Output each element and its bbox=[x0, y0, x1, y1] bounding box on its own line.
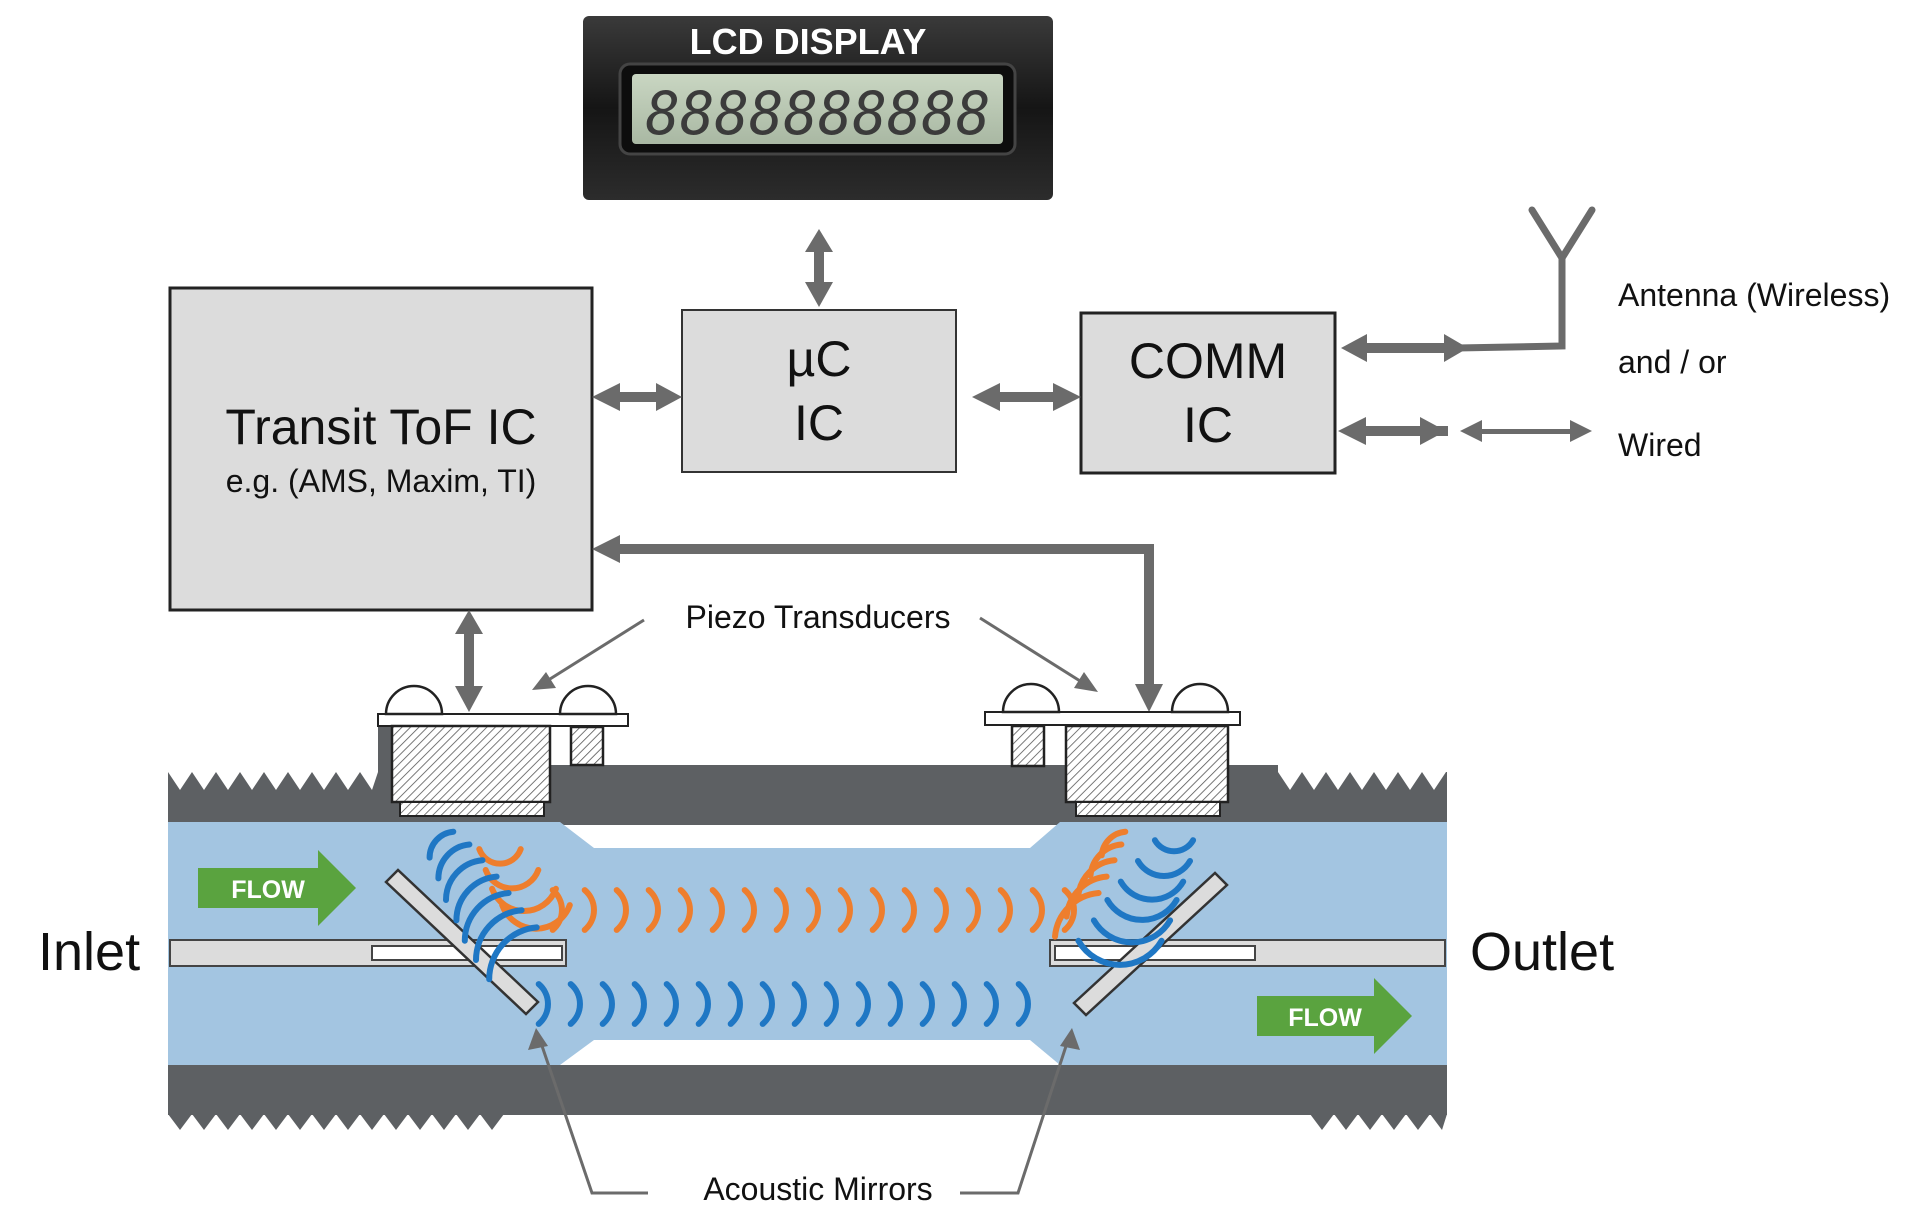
wave-arc-blue bbox=[461, 890, 512, 944]
wave-arc-orange bbox=[476, 846, 524, 867]
piezo-callout: Piezo Transducers bbox=[532, 599, 1098, 692]
lcd-title: LCD DISPLAY bbox=[690, 21, 927, 62]
flow-in-label: FLOW bbox=[231, 876, 305, 904]
wave-arc-blue bbox=[951, 981, 967, 1027]
wired-label: Wired bbox=[1618, 427, 1702, 463]
wave-arc-orange bbox=[741, 887, 757, 933]
tof-ic-title: Transit ToF IC bbox=[225, 399, 536, 455]
wave-arc-blue bbox=[887, 981, 903, 1027]
antenna-label: Antenna (Wireless) bbox=[1618, 277, 1890, 313]
wave-arc-blue bbox=[1104, 897, 1180, 923]
uc-ic-line1: µC bbox=[787, 331, 852, 387]
wave-arc-orange bbox=[1029, 887, 1045, 933]
wave-arc-orange bbox=[677, 887, 693, 933]
wave-arc-blue bbox=[486, 924, 540, 983]
arrow-uc-lcd bbox=[805, 229, 833, 307]
wave-arc-blue bbox=[631, 981, 647, 1027]
connection-arrows bbox=[455, 229, 1592, 712]
wave-arc-orange bbox=[773, 887, 789, 933]
and-or-label: and / or bbox=[1618, 344, 1727, 380]
wave-arc-blue bbox=[443, 857, 486, 903]
wave-arc-blue bbox=[1075, 937, 1165, 968]
wave-arc-blue bbox=[599, 981, 615, 1027]
flow-out-label: FLOW bbox=[1288, 1004, 1362, 1032]
arrow-tof-uc bbox=[592, 383, 682, 411]
wave-arc-orange bbox=[709, 887, 725, 933]
arrow-comm-wired bbox=[1338, 417, 1448, 445]
wave-arc-orange bbox=[1061, 887, 1077, 933]
uc-ic-box bbox=[681, 309, 957, 473]
bolt-head-icon bbox=[384, 684, 444, 716]
wave-arc-blue bbox=[919, 981, 935, 1027]
acoustic-mirrors bbox=[384, 868, 1229, 1017]
comm-ic-block: COMM IC bbox=[1079, 311, 1337, 475]
right-transducer bbox=[984, 682, 1241, 817]
mirrors-callout: Acoustic Mirrors bbox=[528, 1028, 1080, 1207]
wave-arc-orange bbox=[901, 887, 917, 933]
arrow-comm-antenna bbox=[1341, 334, 1468, 362]
comm-ic-box bbox=[1079, 311, 1337, 475]
wave-arc-blue bbox=[567, 981, 583, 1027]
uc-ic-line2: IC bbox=[794, 395, 844, 451]
inlet-label: Inlet bbox=[38, 922, 140, 982]
left-mirror bbox=[384, 868, 540, 1016]
bolt-head-icon bbox=[1001, 682, 1061, 714]
wave-arc-blue bbox=[1117, 878, 1187, 903]
wave-arc-orange bbox=[869, 887, 885, 933]
lcd-screen bbox=[632, 74, 1003, 144]
wave-arc-orange bbox=[965, 887, 981, 933]
wave-arc-blue bbox=[791, 981, 807, 1027]
lcd-display: LCD DISPLAY 8888888888 bbox=[583, 16, 1053, 200]
bolt-head-icon bbox=[558, 684, 618, 716]
wave-arc-orange bbox=[997, 887, 1013, 933]
tof-ic-box bbox=[168, 286, 594, 612]
wave-arc-blue bbox=[1151, 837, 1197, 855]
bolt-head-icon bbox=[1170, 682, 1230, 714]
wave-arc-blue bbox=[695, 981, 711, 1027]
wave-arc-blue bbox=[473, 907, 525, 963]
mirrors-label: Acoustic Mirrors bbox=[703, 1171, 932, 1207]
flow-out-arrow: FLOW bbox=[1257, 978, 1412, 1054]
wave-arc-orange bbox=[805, 887, 821, 933]
wave-group-blue bbox=[426, 828, 1197, 1027]
wave-arc-orange bbox=[837, 887, 853, 933]
wave-arc-orange bbox=[613, 887, 629, 933]
tof-ic-block: Transit ToF IC e.g. (AMS, Maxim, TI) bbox=[168, 286, 594, 612]
left-transducer bbox=[377, 684, 629, 817]
flow-in-arrow: FLOW bbox=[198, 850, 356, 926]
wave-arc-orange bbox=[645, 887, 661, 933]
wave-arc-blue bbox=[823, 981, 839, 1027]
wave-arc-blue bbox=[1015, 981, 1031, 1027]
wave-arc-blue bbox=[1135, 858, 1193, 880]
wave-arc-blue bbox=[435, 841, 473, 882]
antenna-icon bbox=[1453, 206, 1596, 352]
wave-arc-blue bbox=[453, 873, 500, 924]
arrow-wired-line bbox=[1460, 420, 1592, 442]
wave-arc-orange bbox=[1052, 890, 1102, 940]
wave-arc-orange bbox=[933, 887, 949, 933]
wave-arc-blue bbox=[855, 981, 871, 1027]
piezo-label: Piezo Transducers bbox=[685, 599, 950, 635]
right-mirror bbox=[1072, 871, 1229, 1017]
comm-ic-line2: IC bbox=[1183, 397, 1233, 453]
arrow-tof-right-transducer bbox=[592, 535, 1163, 712]
outlet-label: Outlet bbox=[1470, 922, 1614, 982]
wave-arc-blue bbox=[1090, 917, 1174, 946]
arrow-tof-left-transducer bbox=[455, 610, 483, 712]
tof-ic-subtitle: e.g. (AMS, Maxim, TI) bbox=[226, 463, 537, 499]
comm-ic-line1: COMM bbox=[1129, 333, 1287, 389]
wave-arc-blue bbox=[663, 981, 679, 1027]
wave-arc-blue bbox=[759, 981, 775, 1027]
lcd-readout: 8888888888 bbox=[646, 79, 991, 149]
wave-arc-blue bbox=[426, 828, 457, 861]
wave-arc-orange bbox=[581, 887, 597, 933]
uc-ic-block: µC IC bbox=[681, 309, 957, 473]
wave-arc-blue bbox=[983, 981, 999, 1027]
arrow-uc-comm bbox=[972, 383, 1081, 411]
wave-arc-blue bbox=[535, 981, 551, 1027]
wave-arc-blue bbox=[727, 981, 743, 1027]
pipe-water bbox=[168, 822, 1447, 1065]
